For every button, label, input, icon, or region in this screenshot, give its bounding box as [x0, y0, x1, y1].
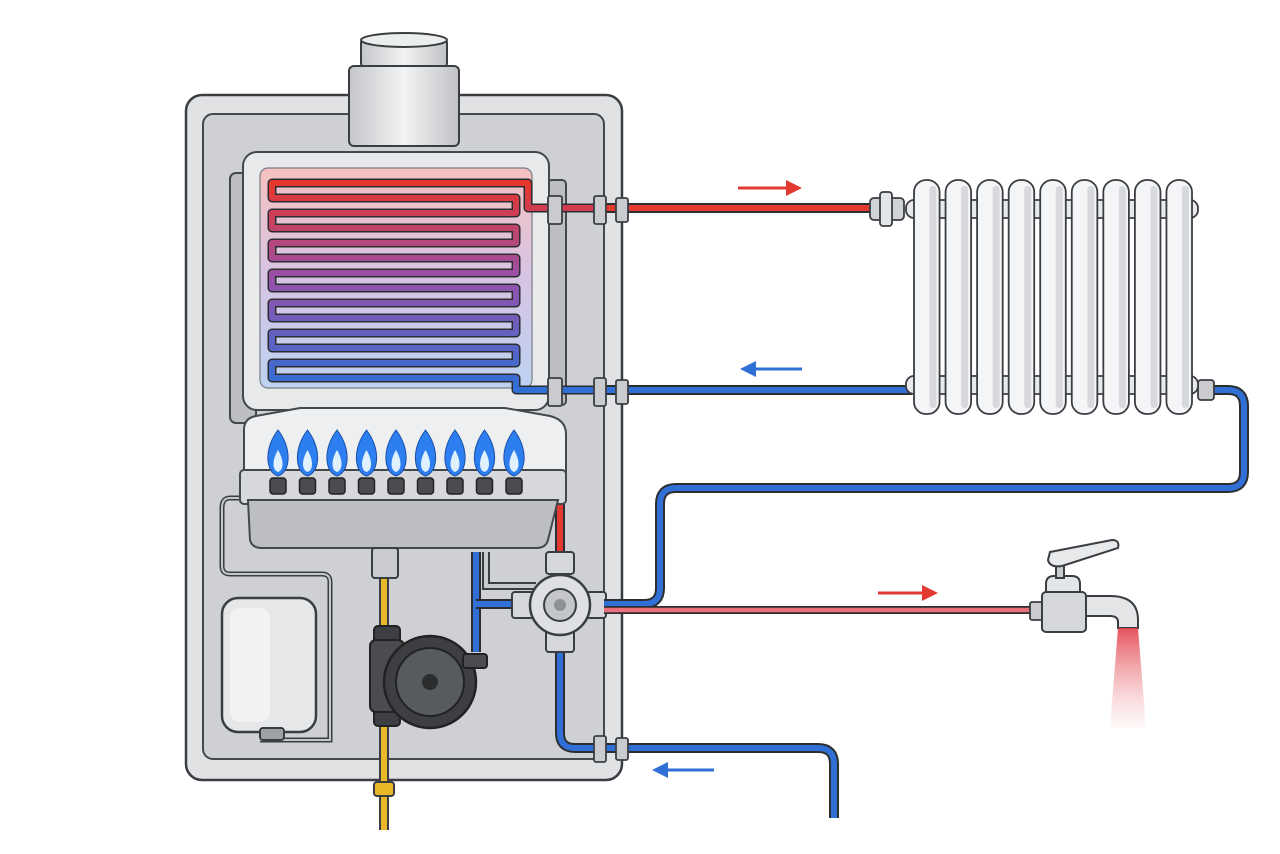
burner-nozzle [269, 477, 287, 495]
tap [1041, 538, 1146, 728]
flame-core [303, 450, 312, 472]
flue [348, 32, 460, 147]
burner-nozzle [298, 477, 317, 495]
cold-mains-pipe [602, 743, 839, 818]
flame-core [450, 450, 460, 472]
burner-nozzles [269, 477, 523, 495]
water-spray [1110, 628, 1146, 728]
burner-nozzle [328, 477, 346, 495]
heating-flow-arrow [738, 180, 802, 196]
radiator [905, 179, 1199, 415]
burner-nozzle [387, 477, 405, 495]
flame-core [509, 450, 519, 472]
radiator-section-shade [1150, 186, 1158, 408]
radiator-section-shade [1118, 186, 1126, 408]
heating-return-arrow [740, 361, 802, 377]
diverter-valve [511, 551, 607, 653]
flame-core [421, 450, 430, 472]
cold-mains-arrow [652, 762, 714, 778]
heating-return-pipe [600, 385, 1249, 609]
burner-nozzle [357, 477, 376, 495]
burner-nozzle [446, 477, 464, 495]
hot-water-arrow [878, 585, 938, 601]
burner [239, 407, 567, 549]
burner-nozzle [475, 477, 494, 495]
pipe-fittings [547, 191, 1215, 763]
radiator-section-shade [1055, 186, 1063, 408]
flame-core [273, 450, 283, 472]
expansion-vessel [220, 596, 318, 741]
pump [369, 625, 488, 730]
heat-exchanger [229, 151, 600, 424]
flame-core [332, 450, 342, 472]
radiator-section-shade [961, 186, 969, 408]
flame-core [480, 450, 489, 472]
radiator-section-shade [929, 186, 937, 408]
flame-core [362, 450, 371, 472]
burner-flames [267, 429, 525, 477]
radiator-section-shade [1024, 186, 1032, 408]
radiator-section-shade [1182, 186, 1189, 408]
flame-core [391, 450, 401, 472]
radiator-section-shade [1087, 186, 1095, 408]
burner-nozzle [505, 477, 523, 495]
radiator-section-shade [992, 186, 1000, 408]
flow-arrows [652, 180, 938, 778]
burner-nozzle [416, 477, 435, 495]
radiator-sections [913, 179, 1193, 415]
